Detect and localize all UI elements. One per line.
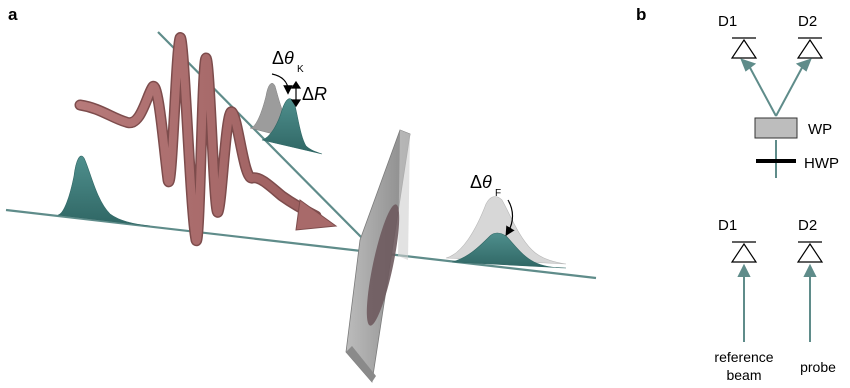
delta-r-label: ΔR	[302, 84, 327, 104]
delta-r-symbol: R	[314, 84, 327, 104]
svg-text:Δθ: Δθ	[470, 172, 492, 192]
reflected-beam-line	[157, 31, 369, 245]
pump-arrowhead	[295, 199, 338, 231]
delta-theta-k-subscript: K	[297, 64, 304, 75]
panel-a-label: a	[8, 5, 18, 24]
delta-theta-k-arrow	[271, 73, 293, 95]
bottom-detector-d1-label: D1	[718, 217, 737, 234]
probe-label: probe	[800, 359, 836, 375]
top-detector-d1-label: D1	[718, 13, 737, 30]
pump-wave	[74, 32, 338, 246]
bottom-detector-d2-label: D2	[798, 217, 817, 234]
reference-beam-label-line1: reference	[714, 349, 773, 365]
reference-beam-arrow	[737, 263, 751, 342]
waveplate-label: WP	[808, 121, 832, 138]
top-detector-d1-icon	[730, 37, 758, 59]
delta-r-arrow	[290, 80, 302, 108]
bottom-detector-d2-icon	[796, 241, 824, 263]
delta-r-prefix: Δ	[302, 84, 314, 104]
delta-theta-f-subscript: F	[495, 188, 501, 199]
delta-theta-f-arrow	[505, 199, 515, 237]
delta-theta-k-prefix: Δ	[272, 48, 284, 68]
delta-theta-k-symbol: θ	[284, 48, 294, 68]
svg-text:Δθ: Δθ	[272, 48, 294, 68]
delta-theta-f-label: Δθ F	[470, 172, 501, 199]
sample-spot	[366, 204, 400, 326]
sample-plate	[345, 129, 411, 383]
top-detector-d2-icon	[796, 37, 824, 59]
top-detector-d2-label: D2	[798, 13, 817, 30]
svg-text:ΔR: ΔR	[302, 84, 327, 104]
delta-theta-k-label: Δθ K	[272, 48, 304, 75]
probe-beam-arrow	[803, 263, 817, 342]
top-split-beams	[740, 58, 812, 178]
waveplate-box	[754, 117, 798, 139]
incident-probe-pulse	[57, 155, 151, 227]
bottom-detector-d1-icon	[730, 241, 758, 263]
reference-beam-label-line2: beam	[726, 367, 761, 383]
halfwaveplate-bar	[756, 159, 796, 163]
delta-theta-f-symbol: θ	[482, 172, 492, 192]
transmitted-beam-line	[5, 208, 597, 280]
panel-b-label: b	[636, 5, 646, 24]
delta-theta-f-prefix: Δ	[470, 172, 482, 192]
halfwaveplate-label: HWP	[804, 155, 839, 172]
